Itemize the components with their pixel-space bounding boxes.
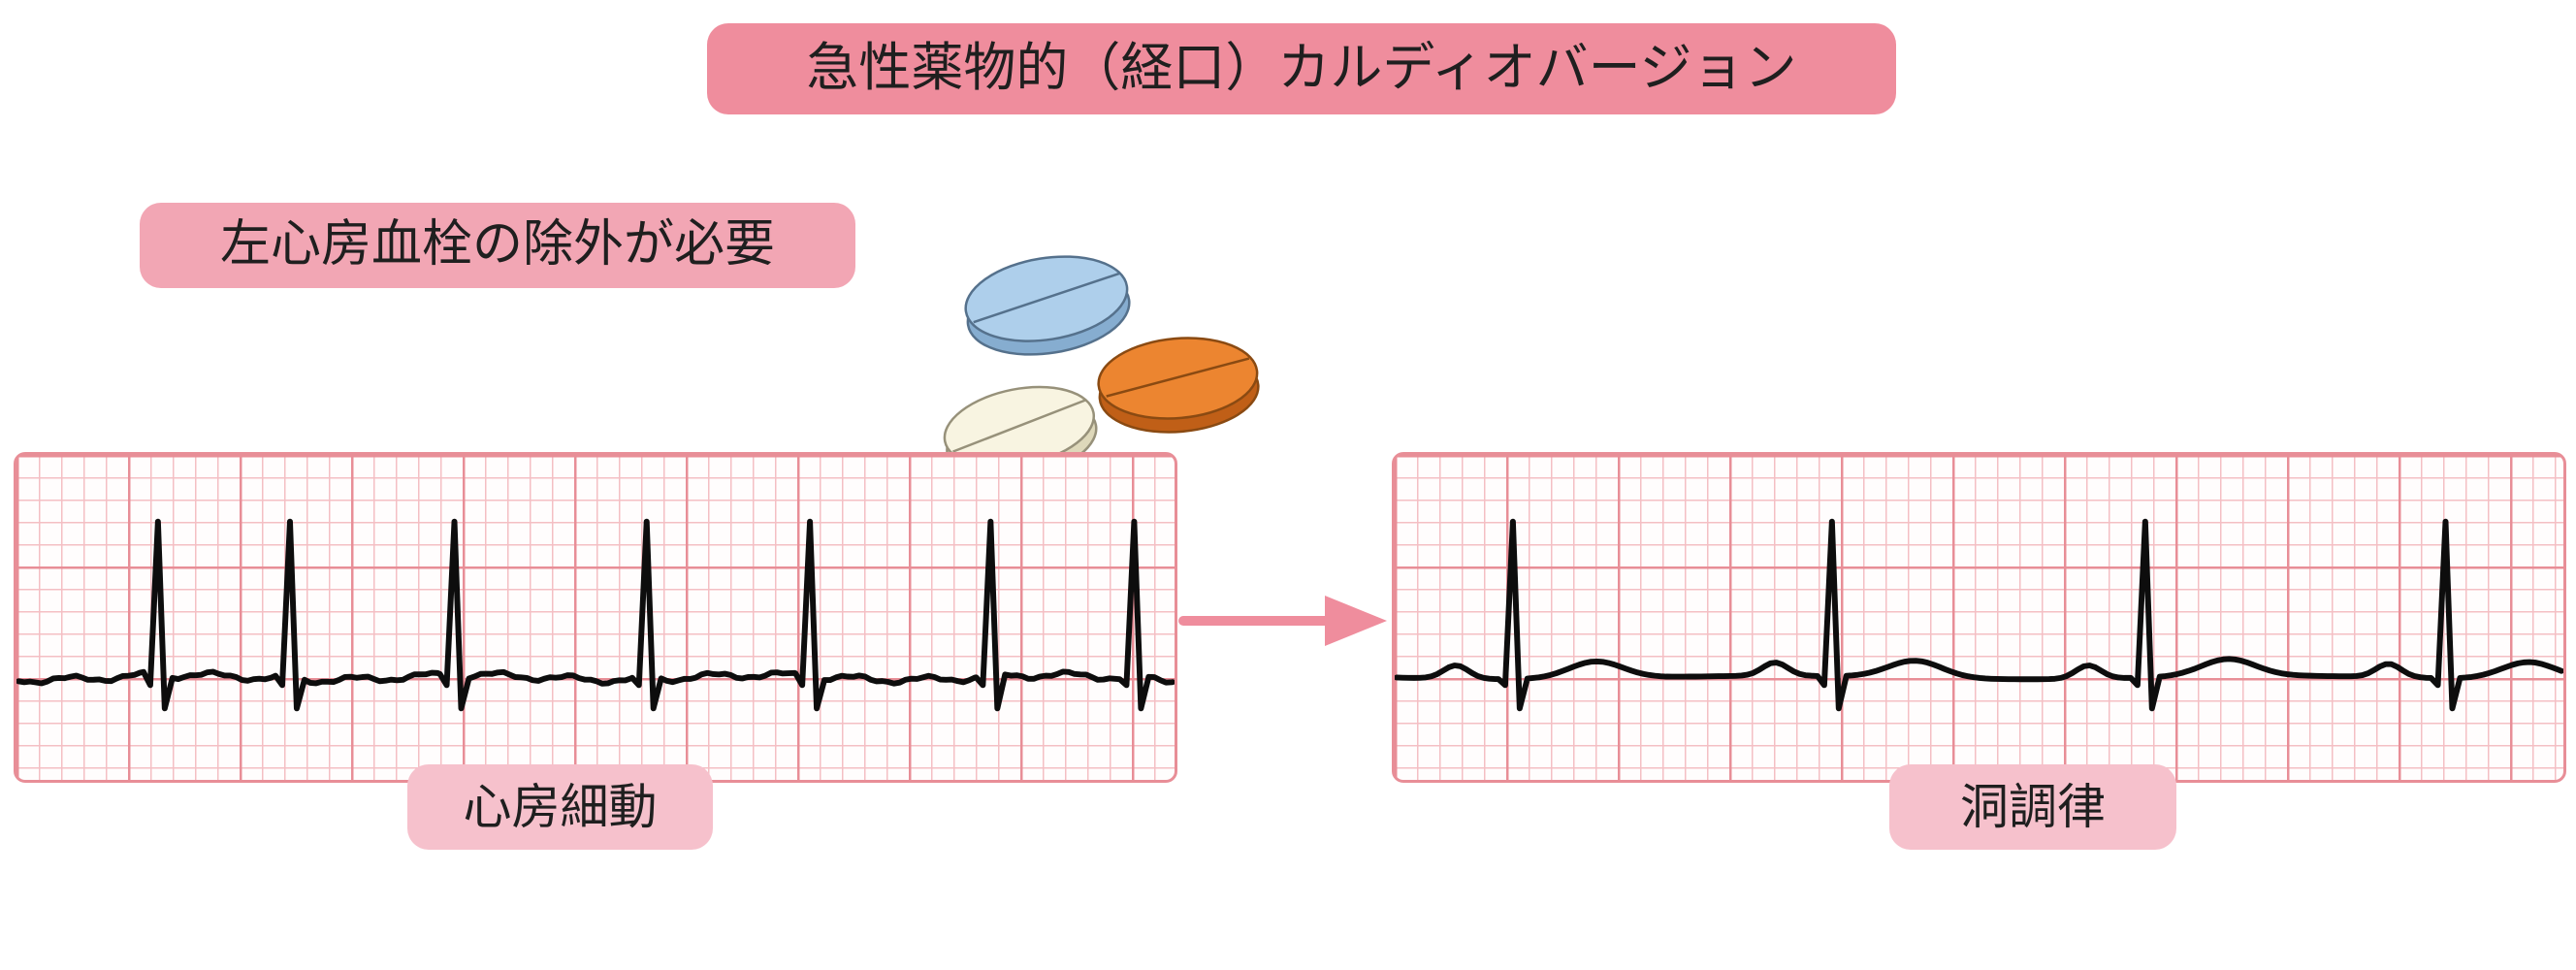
afib-waveform: [16, 518, 1175, 712]
ecg-strip-sinus: [1392, 452, 2566, 783]
title-banner: 急性薬物的（経口）カルディオバージョン: [707, 23, 1896, 114]
pill-orange-icon: [1097, 337, 1260, 434]
ecg-strip-afib: [14, 452, 1177, 783]
ecg-trace-sinus: [1395, 518, 2563, 712]
precondition-note: 左心房血栓の除外が必要: [140, 203, 855, 288]
pills-illustration: [943, 255, 1260, 481]
sinus-label: 洞調律: [1889, 764, 2176, 850]
ecg-trace-afib: [16, 518, 1175, 712]
sinus-waveform: [1395, 518, 2563, 712]
afib-label: 心房細動: [407, 764, 713, 850]
transition-arrow-icon: [1178, 596, 1387, 646]
pill-blue-icon: [964, 255, 1131, 356]
